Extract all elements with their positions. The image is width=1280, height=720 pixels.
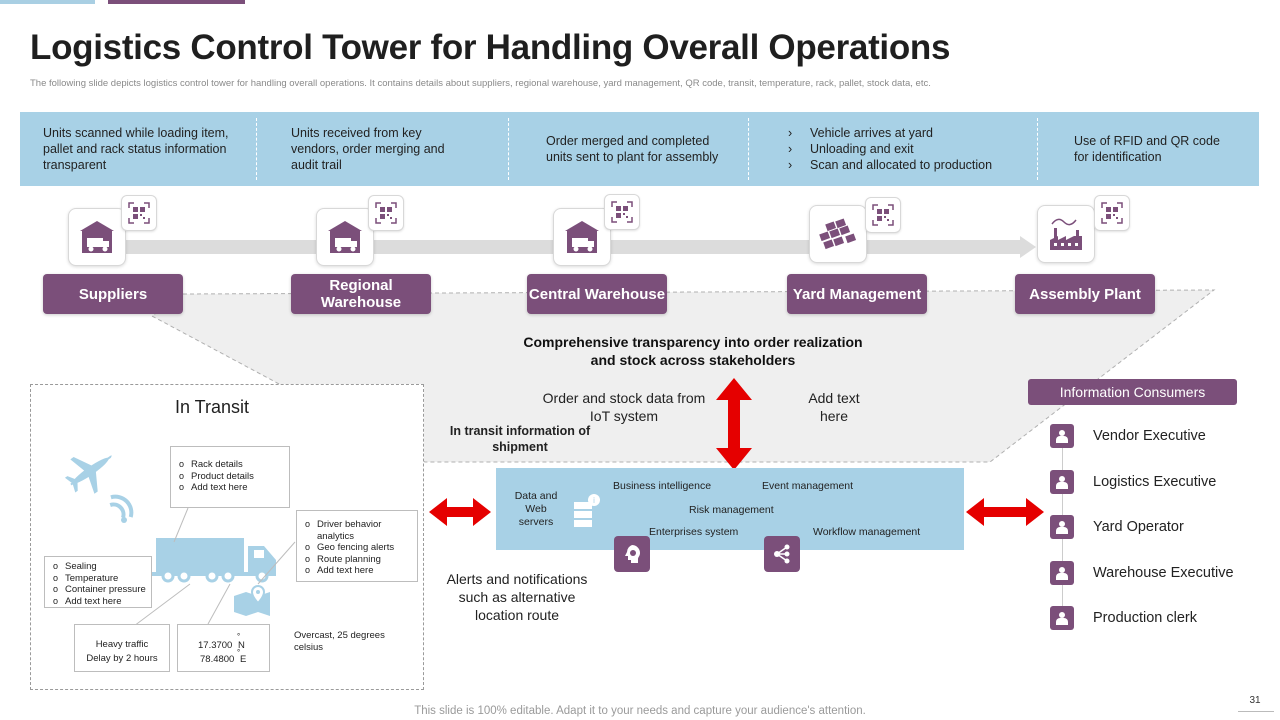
degree-mark: ° bbox=[237, 632, 241, 641]
stage-central-warehouse: Central Warehouse bbox=[527, 274, 667, 314]
person-icon bbox=[1050, 470, 1074, 494]
top-accent-line-purple bbox=[108, 0, 245, 4]
map-location-icon bbox=[234, 584, 270, 616]
list-item: Add text here bbox=[49, 596, 149, 608]
latitude-value: 17.3700 bbox=[198, 640, 233, 651]
information-consumers-header: Information Consumers bbox=[1028, 379, 1237, 405]
risk-management-label: Risk management bbox=[689, 504, 774, 516]
data-servers-label: Data and Web servers bbox=[514, 490, 558, 528]
page-subtitle: The following slide depicts logistics co… bbox=[30, 78, 931, 89]
stage-regional-warehouse: Regional Warehouse bbox=[291, 274, 431, 314]
banner-divider bbox=[508, 118, 509, 180]
truck-icon bbox=[152, 538, 276, 583]
traffic-box: Heavy traffic Delay by 2 hours bbox=[74, 624, 170, 672]
left-double-arrow bbox=[429, 498, 491, 526]
page-number: 31 bbox=[1249, 695, 1261, 706]
banner-col-suppliers: Units scanned while loading item, pallet… bbox=[43, 126, 229, 172]
list-item: Rack details bbox=[175, 459, 283, 471]
workflow-management-label: Workflow management bbox=[813, 526, 921, 538]
server-icon: i bbox=[574, 494, 600, 527]
pallet-boxes-icon bbox=[809, 205, 867, 263]
banner-col-yard: Vehicle arrives at yard Unloading and ex… bbox=[786, 112, 1026, 186]
person-icon bbox=[1050, 424, 1074, 448]
weather-text: Overcast, 25 degrees celsius bbox=[294, 630, 385, 653]
list-item: Container pressure bbox=[49, 584, 149, 596]
qr-code-icon bbox=[1094, 195, 1130, 231]
page-title: Logistics Control Tower for Handling Ove… bbox=[30, 28, 951, 67]
brain-gear-icon bbox=[614, 536, 650, 572]
consumer-vendor-executive: Vendor Executive bbox=[1093, 428, 1206, 444]
banner-divider bbox=[748, 118, 749, 180]
stage-suppliers: Suppliers bbox=[43, 274, 183, 314]
in-transit-info-label: In transit information of shipment bbox=[449, 424, 591, 454]
longitude-direction: E bbox=[240, 654, 247, 665]
driver-analytics-box: Driver behavior analytics Geo fencing al… bbox=[296, 510, 418, 582]
banner-bullet: Vehicle arrives at yard bbox=[786, 125, 992, 141]
consumer-yard-operator: Yard Operator bbox=[1093, 519, 1184, 535]
list-item: Add text here bbox=[301, 565, 413, 577]
right-double-arrow bbox=[966, 498, 1044, 526]
list-item: Temperature bbox=[49, 573, 149, 585]
sealing-box: Sealing Temperature Container pressure A… bbox=[44, 556, 152, 608]
banner-col-regional: Units received from key vendors, order m… bbox=[291, 126, 445, 172]
top-accent-line bbox=[0, 0, 95, 4]
order-stock-text: Order and stock data from IoT system bbox=[542, 390, 706, 424]
coordinates-box: 17.3700 N 78.4800 E ° ° bbox=[177, 624, 270, 672]
list-item: Route planning bbox=[301, 554, 413, 566]
banner-col-central: Order merged and completed units sent to… bbox=[546, 134, 719, 164]
list-item: Add text here bbox=[175, 482, 283, 494]
qr-code-icon bbox=[368, 195, 404, 231]
stage-assembly-plant: Assembly Plant bbox=[1015, 274, 1155, 314]
consumer-production-clerk: Production clerk bbox=[1093, 610, 1197, 626]
person-icon bbox=[1050, 515, 1074, 539]
vertical-double-arrow bbox=[716, 378, 752, 470]
warehouse-truck-icon bbox=[68, 208, 126, 266]
traffic-text: Heavy traffic bbox=[95, 639, 149, 650]
banner-col-assembly: Use of RFID and QR code for identificati… bbox=[1074, 134, 1220, 164]
list-item: Geo fencing alerts bbox=[301, 542, 413, 554]
stage-yard-management: Yard Management bbox=[787, 274, 927, 314]
page-number-underline bbox=[1238, 711, 1274, 712]
list-item: Driver behavior analytics bbox=[301, 519, 413, 542]
list-item: Product details bbox=[175, 471, 283, 483]
degree-mark: ° bbox=[237, 648, 241, 657]
in-transit-title: In Transit bbox=[174, 397, 250, 417]
wifi-signal-icon bbox=[109, 494, 134, 523]
transparency-heading: Comprehensive transparency into order re… bbox=[523, 334, 863, 368]
factory-icon bbox=[1037, 205, 1095, 263]
add-text-label: Add text here bbox=[808, 390, 860, 424]
banner-divider bbox=[1037, 118, 1038, 180]
consumer-logistics-executive: Logistics Executive bbox=[1093, 474, 1217, 490]
person-icon bbox=[1050, 561, 1074, 585]
longitude-value: 78.4800 bbox=[200, 654, 235, 665]
alerts-text: Alerts and notifications such as alterna… bbox=[446, 571, 588, 623]
consumer-warehouse-executive: Warehouse Executive bbox=[1093, 565, 1234, 581]
banner-divider bbox=[256, 118, 257, 180]
warehouse-truck-icon bbox=[316, 208, 374, 266]
rack-details-box: Rack details Product details Add text he… bbox=[170, 446, 290, 508]
list-item: Sealing bbox=[49, 561, 149, 573]
delay-text: Delay by 2 hours bbox=[86, 652, 158, 664]
qr-code-icon bbox=[604, 194, 640, 230]
footer-note: This slide is 100% editable. Adapt it to… bbox=[414, 705, 866, 717]
qr-code-icon bbox=[865, 197, 901, 233]
enterprises-system-label: Enterprises system bbox=[649, 526, 739, 538]
latitude-direction: N bbox=[238, 640, 245, 651]
event-management-label: Event management bbox=[762, 480, 854, 492]
banner-bullet: Unloading and exit bbox=[786, 141, 992, 157]
flow-arrow-head bbox=[1020, 236, 1036, 258]
banner-bullet: Scan and allocated to production bbox=[786, 157, 992, 173]
qr-code-icon bbox=[121, 195, 157, 231]
person-icon bbox=[1050, 606, 1074, 630]
airplane-icon bbox=[64, 455, 112, 494]
info-banner: Units scanned while loading item, pallet… bbox=[20, 112, 1259, 186]
warehouse-truck-icon bbox=[553, 208, 611, 266]
svg-text:i: i bbox=[593, 496, 595, 505]
business-intelligence-label: Business intelligence bbox=[613, 480, 712, 492]
network-share-icon bbox=[764, 536, 800, 572]
